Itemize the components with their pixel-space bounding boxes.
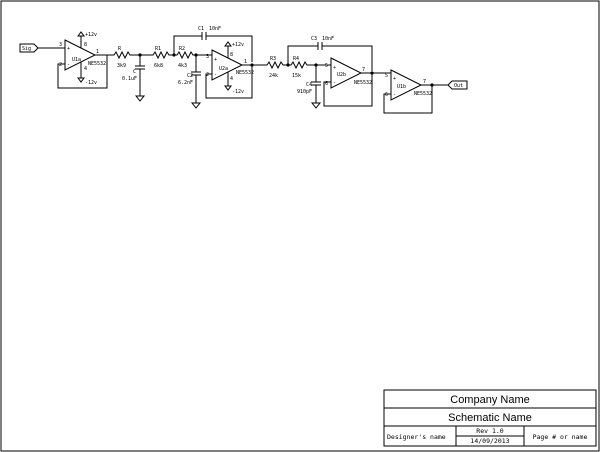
svg-text:2: 2 [59,62,62,68]
svg-text:7: 7 [362,67,365,73]
svg-text:C2: C2 [187,73,193,79]
opamp-u1a: + - 3 2 1 8 4 U1a NE5532 [59,39,106,72]
svg-text:NE5532: NE5532 [414,91,432,97]
svg-text:6.2nF: 6.2nF [178,80,193,86]
resistor-r: R 3k9 [110,46,137,69]
svg-text:3k9: 3k9 [117,63,126,69]
svg-text:5: 5 [325,63,328,69]
svg-text:+: + [393,76,396,82]
page-label: Page # or name [533,433,588,441]
u1a-vpos: +12v [85,32,97,38]
schematic-name: Schematic Name [448,412,532,424]
svg-text:4: 4 [84,66,87,72]
svg-text:15k: 15k [292,73,301,79]
svg-text:U1a: U1a [72,57,81,63]
svg-text:C: C [133,69,136,75]
svg-text:Out: Out [454,83,463,89]
svg-text:6k8: 6k8 [154,63,163,69]
svg-text:NE5532: NE5532 [354,80,372,86]
svg-text:4: 4 [230,76,233,82]
svg-text:1: 1 [96,49,99,55]
svg-text:+: + [214,57,217,63]
opamp-u2a: + - 3 2 1 8 4 U2a NE5532 [206,49,254,82]
ground-symbol-1 [134,95,146,102]
svg-text:10nF: 10nF [322,36,334,42]
svg-text:R3: R3 [270,56,276,62]
svg-text:6: 6 [385,92,388,98]
svg-text:-: - [393,92,396,98]
svg-text:C1: C1 [198,26,204,32]
svg-text:7: 7 [423,79,426,85]
capacitor-c4: C4 910pF [297,65,321,103]
svg-text:NE5532: NE5532 [88,61,106,67]
svg-text:5: 5 [385,73,388,79]
svg-text:Sig: Sig [22,46,31,52]
svg-text:U2b: U2b [337,72,346,78]
u2a-vpos: +12v [232,42,244,48]
svg-text:24k: 24k [269,73,278,79]
ground-symbol-3 [310,102,322,109]
capacitor-c3: C3 10nF [311,36,334,50]
svg-text:3: 3 [59,42,62,48]
svg-text:-: - [214,72,217,78]
opamp-u1b: + - 5 6 7 U1b NE5532 [385,69,432,101]
svg-text:910pF: 910pF [297,89,312,95]
svg-text:U1b: U1b [397,84,406,90]
input-port: Sig [19,43,39,53]
svg-text:4k3: 4k3 [178,63,187,69]
company-name: Company Name [450,394,529,406]
svg-text:+: + [67,46,70,52]
svg-text:-: - [67,62,70,68]
svg-text:+: + [333,65,336,71]
svg-text:R: R [118,46,122,52]
svg-text:1: 1 [244,59,247,65]
capacitor-c2: C2 6.2nF [178,55,201,103]
svg-text:R1: R1 [155,46,161,52]
svg-text:R4: R4 [293,56,299,62]
svg-text:3: 3 [206,54,209,60]
capacitor-c1: C1 10nF [198,26,221,40]
capacitor-c: C 0.1uF [122,55,145,96]
opamp-u2b: + - 5 6 7 U2b NE5532 [325,57,372,89]
svg-text:U2a: U2a [219,66,228,72]
title-block: Company Name Schematic Name Designer's n… [383,389,597,447]
svg-text:10nF: 10nF [209,26,221,32]
svg-text:0.1uF: 0.1uF [122,76,137,82]
svg-text:2: 2 [206,72,209,78]
ground-symbol-2 [190,102,202,109]
svg-text:C4: C4 [306,82,312,88]
svg-text:8: 8 [230,52,233,58]
u1a-vneg: -12v [85,80,97,86]
u2a-vneg: -12v [232,89,244,95]
resistor-r1: R1 6k8 [150,46,174,69]
svg-text:6: 6 [325,81,328,87]
resistor-r3: R3 24k [264,56,288,79]
resistor-r4: R4 15k [288,56,316,79]
designer-name: Designer's name [387,433,446,441]
svg-text:8: 8 [84,42,87,48]
svg-text:R2: R2 [179,46,185,52]
svg-text:NE5532: NE5532 [236,70,254,76]
date: 14/09/2013 [470,437,509,445]
svg-text:-: - [333,80,336,86]
output-port: Out [447,80,468,90]
svg-text:C3: C3 [311,36,317,42]
revision: Rev 1.0 [476,427,503,435]
resistor-r2: R2 4k3 [174,46,196,69]
